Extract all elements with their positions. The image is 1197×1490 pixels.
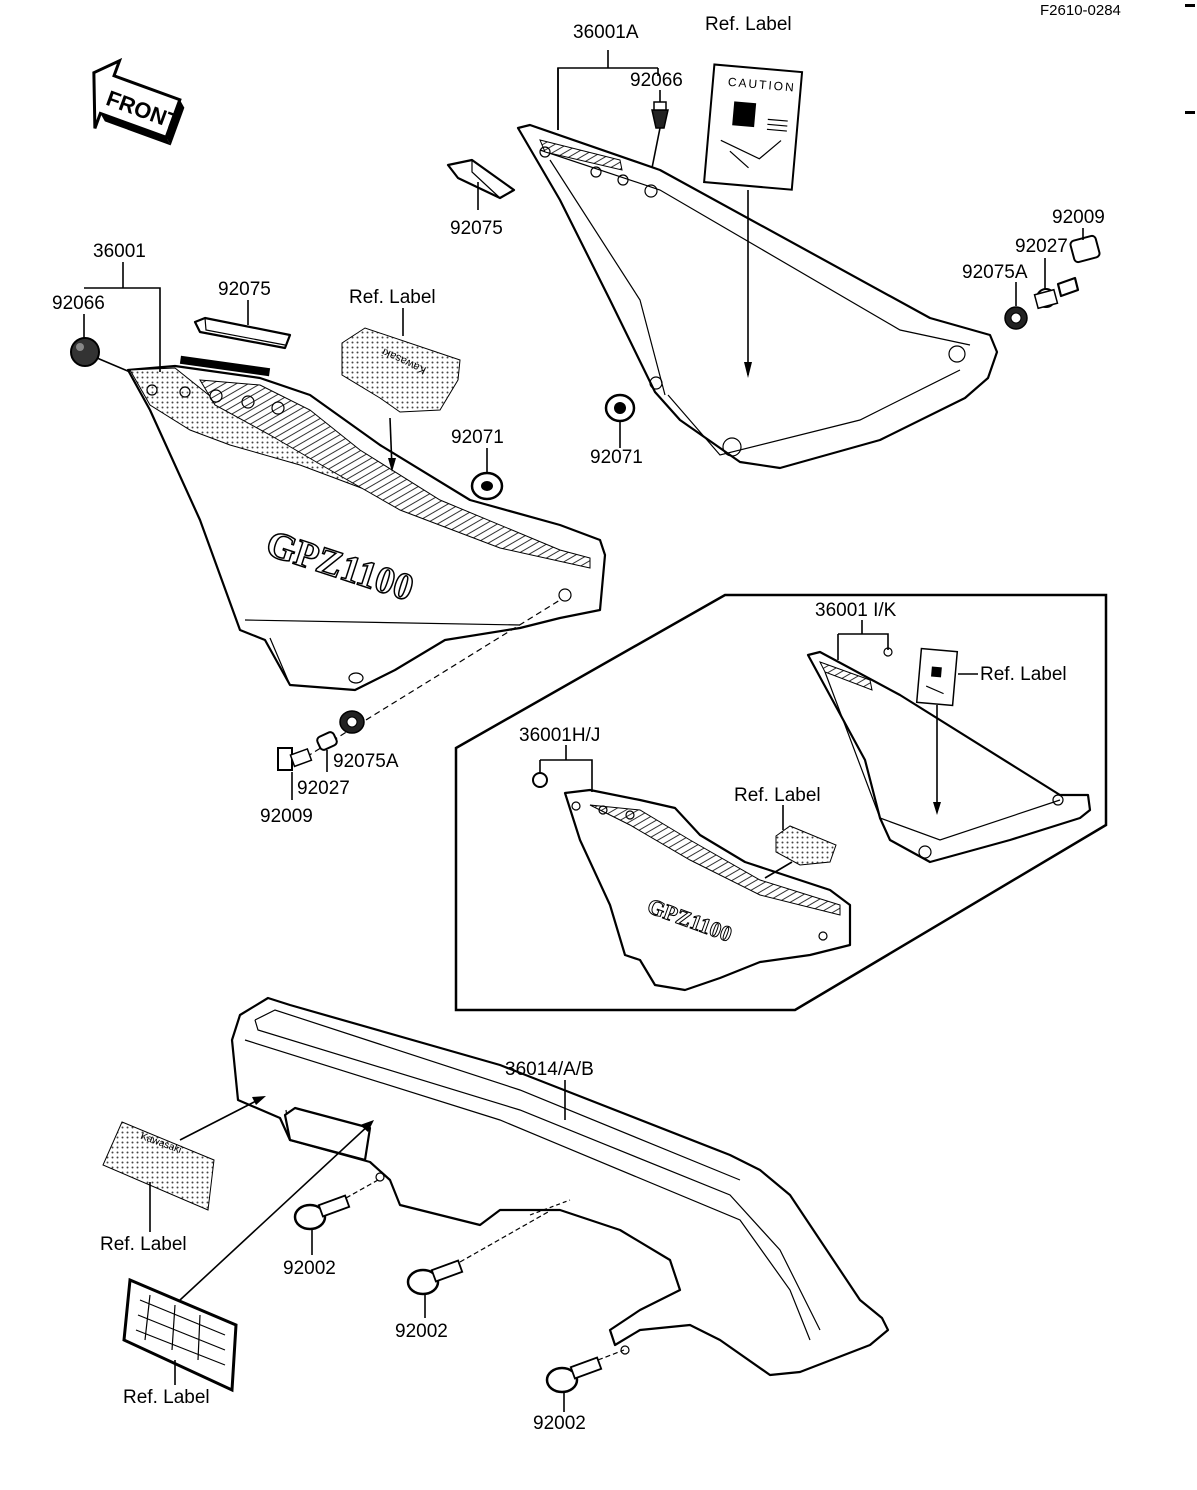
label-92075-left: 92075 (218, 279, 271, 300)
grommet-92075A-right (1004, 306, 1028, 330)
label-92027-left: 92027 (297, 778, 350, 799)
grommet-92066-left (70, 337, 100, 367)
caution-label-top: CAUTION (703, 63, 804, 191)
leader-36001IK (837, 620, 889, 660)
label-ref-chain1: Ref. Label (100, 1234, 187, 1255)
label-92075-top: 92075 (450, 218, 503, 239)
figure-code: F2610-0284 (1040, 2, 1121, 19)
inset-cover-left: GPZ1100 (563, 788, 852, 992)
bolt-92002-b (406, 1259, 464, 1296)
kawasaki-label-left: Kawasaki (341, 327, 461, 413)
inset-grommet-hj (532, 772, 548, 788)
caution-label-inset (915, 647, 959, 707)
bolt-b-line (459, 1211, 549, 1263)
label-92009-left: 92009 (260, 806, 313, 827)
label-92002-a: 92002 (283, 1258, 336, 1279)
grommet-92071-right (604, 393, 636, 423)
front-arrow-icon: FRONT (92, 57, 185, 146)
collar-92027-right (1033, 288, 1059, 310)
ref-chain1-arrowhead (252, 1096, 266, 1105)
label-92066-top: 92066 (630, 70, 683, 91)
ref-chain2-arrow (179, 1123, 371, 1301)
label-ref-inset-right: Ref. Label (980, 664, 1067, 685)
label-ref-chain2: Ref. Label (123, 1387, 210, 1408)
label-ref-inset: Ref. Label (734, 785, 821, 806)
label-36001HJ: 36001H/J (519, 725, 600, 746)
rubber-92075-left (193, 316, 292, 350)
kawasaki-label-chain: Kawasaki (102, 1121, 215, 1211)
ref-label-top-arrowhead (744, 362, 752, 378)
inset-ref-label (775, 825, 837, 866)
label-36001IK: 36001 I/K (815, 600, 897, 621)
ref-left-arrowhead (388, 458, 396, 472)
label-92009-right: 92009 (1052, 207, 1105, 228)
rubber-92075-top (446, 158, 516, 200)
label-92075A-right: 92075A (962, 262, 1028, 283)
dash-line-left (297, 599, 561, 763)
side-cover-right (516, 123, 999, 470)
side-cover-left: GPZ1100 (126, 355, 607, 692)
label-92071-right: 92071 (590, 447, 643, 468)
label-36001: 36001 (93, 241, 146, 262)
label-92002-b: 92002 (395, 1321, 448, 1342)
label-92002-c: 92002 (533, 1413, 586, 1434)
label-92027-right: 92027 (1015, 236, 1068, 257)
label-36014AB: 36014/A/B (505, 1059, 594, 1080)
margin-tick-bottom (1185, 111, 1195, 114)
bolt-c-line (597, 1349, 625, 1361)
ref-chain1-arrow (179, 1097, 263, 1141)
label-92066-left: 92066 (52, 293, 105, 314)
leader-92066-top-b (651, 127, 661, 169)
grommet-92066-top (651, 101, 669, 129)
inset-box (454, 593, 1108, 1012)
label-36001A: 36001A (573, 22, 639, 43)
grommet-92071-left (470, 471, 504, 501)
leader-36001 (84, 287, 161, 372)
grommet-92075A-left (339, 710, 365, 734)
label-ref-left: Ref. Label (349, 287, 436, 308)
caution-text-top: CAUTION (727, 75, 796, 95)
ref-chain2-arrowhead (360, 1120, 374, 1132)
bolt-92009-left (277, 747, 313, 771)
bolt-92002-a (293, 1194, 351, 1231)
ref-inset-right-arrowhead (933, 802, 941, 815)
collar-92027-left (316, 731, 338, 751)
leader-36001HJ (539, 745, 593, 792)
leader-92066-left-b (96, 357, 131, 373)
chain-case (230, 996, 890, 1377)
bolt-92002-c (545, 1356, 603, 1394)
margin-tick-top (1185, 4, 1195, 7)
label-ref-top: Ref. Label (705, 14, 792, 35)
bolt-92009-right (1056, 234, 1101, 298)
label-92075A-left: 92075A (333, 751, 399, 772)
ref-inset-arrow (764, 861, 793, 879)
label-92071-left: 92071 (451, 427, 504, 448)
inset-grommet-ik (883, 647, 893, 657)
inset-cover-right (806, 650, 1092, 864)
warning-label-chain (122, 1277, 238, 1393)
bolt-a-line (345, 1179, 379, 1199)
